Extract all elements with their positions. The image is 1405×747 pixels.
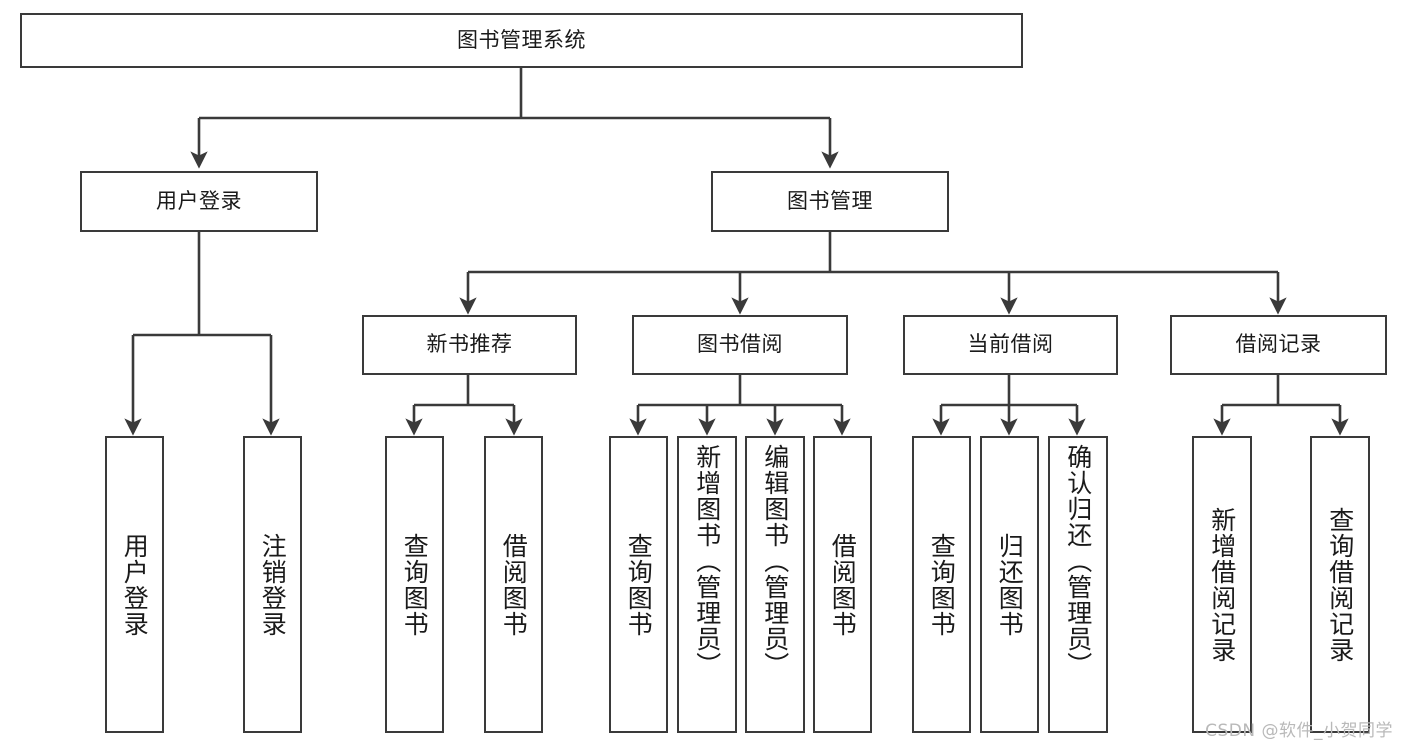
node-leaf-cb-query-book[interactable]: 查询图书 [912, 436, 971, 733]
node-book-borrow[interactable]: 图书借阅 [632, 315, 848, 375]
node-leaf-cb-confirm-return[interactable]: 确认归还（管理员） [1048, 436, 1108, 733]
node-user-login[interactable]: 用户登录 [80, 171, 318, 232]
node-borrow-record-label: 借阅记录 [1235, 332, 1322, 357]
node-user-login-label: 用户登录 [156, 188, 242, 213]
node-leaf-bb-borrow-book-label: 借阅图书 [828, 532, 858, 637]
node-new-book-rec[interactable]: 新书推荐 [362, 315, 577, 375]
node-leaf-bb-query-book-label: 查询图书 [624, 532, 654, 637]
node-leaf-cb-return-book-label: 归还图书 [995, 532, 1025, 637]
node-leaf-bb-edit-book[interactable]: 编辑图书（管理员） [745, 436, 805, 733]
node-leaf-user-logout-label: 注销登录 [258, 532, 288, 637]
node-leaf-user-login[interactable]: 用户登录 [105, 436, 164, 733]
node-leaf-br-query-record-label: 查询借阅记录 [1325, 506, 1355, 663]
node-leaf-cb-confirm-return-label: 确认归还（管理员） [1063, 444, 1093, 678]
node-root[interactable]: 图书管理系统 [20, 13, 1023, 68]
node-current-borrow[interactable]: 当前借阅 [903, 315, 1118, 375]
node-leaf-br-add-record-label: 新增借阅记录 [1207, 506, 1237, 663]
node-book-manage-label: 图书管理 [787, 188, 873, 213]
node-leaf-rec-query-book[interactable]: 查询图书 [385, 436, 444, 733]
node-leaf-user-logout[interactable]: 注销登录 [243, 436, 302, 733]
node-leaf-bb-borrow-book[interactable]: 借阅图书 [813, 436, 872, 733]
watermark-text: CSDN @软件_小贺同学 [1205, 721, 1393, 741]
node-root-label: 图书管理系统 [457, 27, 586, 52]
node-leaf-cb-query-book-label: 查询图书 [927, 532, 957, 637]
node-new-book-rec-label: 新书推荐 [426, 332, 513, 357]
node-leaf-bb-query-book[interactable]: 查询图书 [609, 436, 668, 733]
node-book-manage[interactable]: 图书管理 [711, 171, 949, 232]
node-leaf-user-login-label: 用户登录 [120, 532, 150, 637]
node-leaf-bb-edit-book-label: 编辑图书（管理员） [760, 444, 790, 678]
node-leaf-rec-borrow-book-label: 借阅图书 [499, 532, 529, 637]
node-borrow-record[interactable]: 借阅记录 [1170, 315, 1387, 375]
node-leaf-bb-add-book[interactable]: 新增图书（管理员） [677, 436, 737, 733]
node-book-borrow-label: 图书借阅 [697, 332, 783, 357]
node-leaf-rec-query-book-label: 查询图书 [400, 532, 430, 637]
node-leaf-br-add-record[interactable]: 新增借阅记录 [1192, 436, 1252, 733]
node-leaf-br-query-record[interactable]: 查询借阅记录 [1310, 436, 1370, 733]
node-leaf-cb-return-book[interactable]: 归还图书 [980, 436, 1039, 733]
node-current-borrow-label: 当前借阅 [967, 332, 1054, 357]
node-leaf-bb-add-book-label: 新增图书（管理员） [692, 444, 722, 678]
node-leaf-rec-borrow-book[interactable]: 借阅图书 [484, 436, 543, 733]
